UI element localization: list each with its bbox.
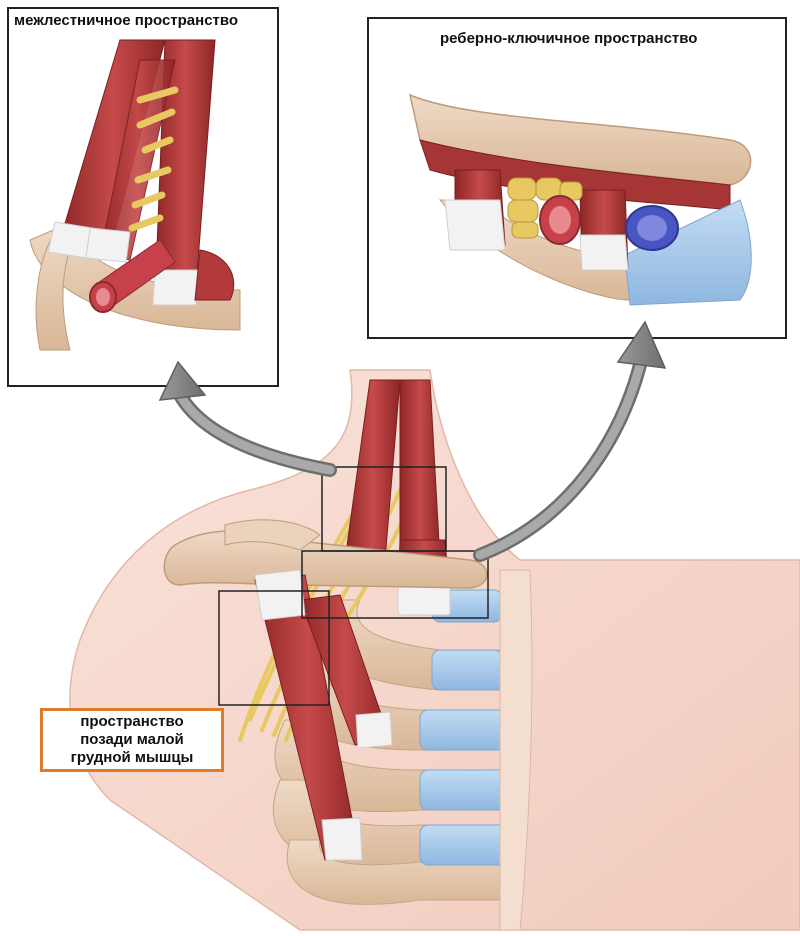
retropectoral-label-line1: пространство bbox=[80, 713, 184, 730]
costoclavicular-label: реберно-ключичное пространство bbox=[440, 30, 698, 47]
inset-costoclavicular bbox=[367, 17, 787, 339]
arrow-up-left-icon bbox=[158, 360, 337, 477]
inset-interscalene bbox=[7, 7, 279, 387]
retropectoral-region-frame bbox=[218, 590, 330, 706]
sternum bbox=[499, 569, 533, 931]
scalene-muscles bbox=[344, 379, 441, 561]
retropectoral-label: пространство позади малой грудной мышцы bbox=[71, 713, 194, 767]
retropectoral-label-line3: грудной мышцы bbox=[70, 749, 194, 766]
arrow-up-right-icon bbox=[473, 320, 667, 562]
retropectoral-callout: пространство позади малой грудной мышцы bbox=[40, 708, 224, 772]
costoclavicular-region-frame bbox=[301, 550, 489, 619]
pectoralis-minor bbox=[254, 569, 393, 861]
clavicle bbox=[163, 519, 488, 589]
region-frames bbox=[218, 466, 489, 706]
interscalene-label: межлестничное пространство bbox=[14, 12, 239, 29]
retropectoral-label-line2: позади малой bbox=[80, 731, 184, 748]
